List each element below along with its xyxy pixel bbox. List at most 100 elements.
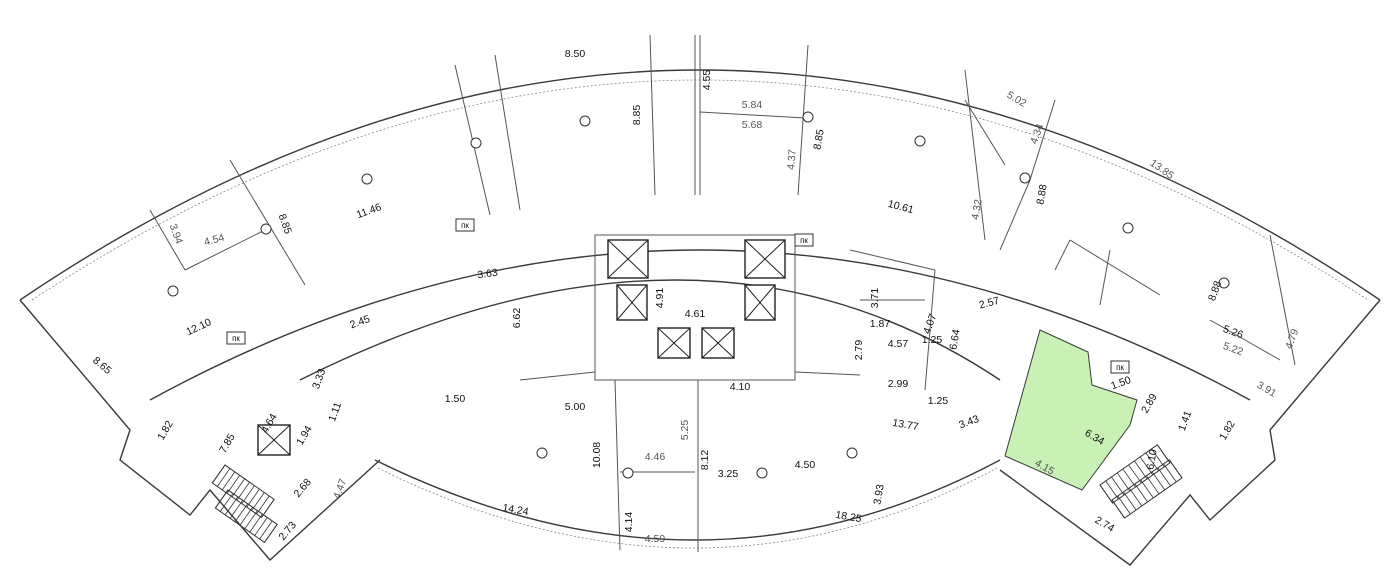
column [756, 467, 768, 479]
column [470, 137, 482, 149]
bottom-arc-wall-dash [377, 467, 998, 549]
dimension-label: 2.57 [978, 295, 1001, 312]
dimension-label: 4.07 [921, 312, 939, 335]
dimension-label: 1.25 [928, 395, 949, 407]
dimension-label: 2.89 [1139, 392, 1160, 416]
dimension-label: 18.25 [835, 509, 863, 525]
dimension-label: 7.85 [217, 432, 238, 456]
dimension-label: 1.41 [1176, 409, 1194, 432]
corridor-wall-south [299, 279, 1001, 381]
dimension-label: 4.91 [654, 288, 666, 309]
pk-label: пк [461, 221, 469, 230]
dimension-label: 4.37 [785, 149, 799, 171]
core [519, 234, 936, 552]
dimension-label: 1.25 [922, 334, 943, 346]
dimension-label: 4.46 [645, 451, 666, 463]
dimension-label: 1.11 [326, 401, 344, 424]
staircase [1099, 444, 1171, 504]
pk-box [226, 331, 246, 345]
dimension-label: 6.64 [947, 328, 962, 350]
dimension-label: 8.50 [565, 48, 586, 60]
dimension-label: 4.59 [645, 533, 666, 545]
dimension-label: 4.10 [730, 381, 751, 393]
bottom-arc-wall [374, 459, 1001, 541]
pk-box [1110, 360, 1130, 374]
dimension-label: 12.10 [184, 316, 213, 338]
dimension-label: 2.45 [348, 313, 371, 331]
pk-label: пк [232, 334, 240, 343]
column [167, 285, 179, 297]
dimension-label: 1.87 [870, 318, 891, 330]
dimension-label: 14.24 [502, 502, 530, 518]
dimension-label: 1.94 [294, 424, 315, 448]
column [1019, 172, 1031, 184]
column [1218, 277, 1230, 289]
dimension-label: 3.71 [869, 288, 881, 309]
dimension-label: 5.26 [1221, 323, 1244, 341]
column [260, 223, 272, 235]
corridor-wall-north [149, 249, 1251, 401]
elevator-shaft [701, 327, 735, 359]
dimension-label: 2.99 [888, 378, 909, 390]
dimension-labels: 8.504.555.845.688.854.378.855.024.3413.8… [90, 48, 1301, 545]
dimension-label: 4.79 [1283, 327, 1301, 350]
dimension-label: 4.34 [1028, 122, 1046, 145]
dimension-label: 8.85 [631, 105, 643, 126]
dimension-label: 3.93 [871, 483, 886, 505]
dimension-label: 4.54 [203, 232, 226, 249]
column [846, 447, 858, 459]
dimension-label: 13.85 [1148, 157, 1177, 182]
pk-label: пк [1116, 363, 1124, 372]
west-end-wall [19, 299, 381, 562]
dimension-label: 2.73 [277, 519, 299, 542]
dimension-label: 10.61 [887, 198, 916, 216]
dimension-label: 13.77 [892, 417, 920, 433]
pk-box [455, 218, 475, 232]
dimension-label: 5.02 [1005, 89, 1029, 110]
column [622, 467, 634, 479]
dimension-label: 1.50 [445, 393, 466, 405]
dimension-label: 4.55 [701, 70, 713, 91]
columns-group [167, 111, 1230, 479]
dimension-label: 1.82 [1217, 419, 1238, 443]
dimension-label: 5.22 [1221, 340, 1244, 358]
dimension-label: 3.94 [167, 222, 185, 245]
column [536, 447, 548, 459]
dimension-label: 3.91 [1255, 379, 1279, 400]
column [1122, 222, 1134, 234]
elevator-shaft [744, 284, 776, 321]
east-end-wall [999, 299, 1381, 566]
dimension-label: 10.08 [591, 442, 603, 468]
dimension-label: 5.00 [565, 401, 586, 413]
column [802, 111, 814, 123]
dimension-label: 2.79 [853, 340, 865, 361]
dimension-label: 11.46 [355, 201, 383, 221]
dimension-label: 4.32 [969, 198, 984, 220]
elevator-shaft [744, 239, 786, 279]
staircase [1111, 459, 1183, 519]
dimension-label: 5.68 [742, 119, 763, 131]
dimension-label: 3.33 [310, 367, 328, 390]
dimension-label: 8.85 [276, 212, 294, 235]
dimension-label: 3.43 [957, 413, 980, 431]
column [914, 135, 926, 147]
dimension-label: 6.62 [511, 308, 523, 329]
dimension-label: 4.50 [795, 459, 816, 471]
dimension-label: 8.85 [811, 128, 826, 150]
dimension-label: 4.14 [623, 512, 635, 533]
dimension-label: 2.68 [292, 476, 314, 499]
column [579, 115, 591, 127]
north-partitions [149, 34, 1296, 366]
elevator-shaft [616, 284, 648, 321]
dimension-label: 4.47 [331, 477, 349, 500]
dimension-label: 4.57 [888, 338, 909, 350]
dimension-label: 4.61 [685, 308, 706, 320]
elevator-group [257, 239, 786, 456]
highlighted-room[interactable] [1004, 329, 1138, 491]
staircase [214, 489, 278, 544]
dimension-label: 1.82 [155, 419, 176, 443]
dimension-label: 3.25 [718, 468, 739, 480]
dimension-label: 1.50 [1109, 374, 1132, 392]
elevator-shaft [607, 239, 649, 279]
